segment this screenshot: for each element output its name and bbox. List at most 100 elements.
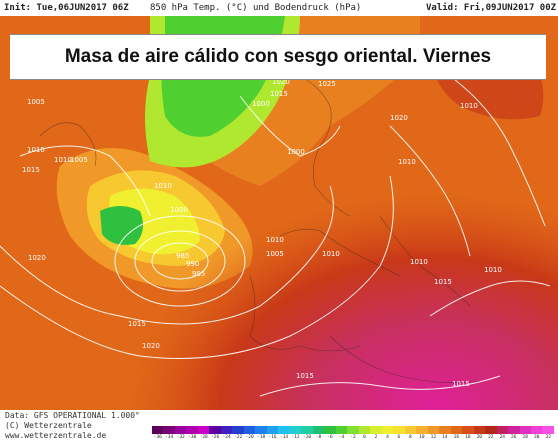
scale-swatch: [174, 426, 187, 434]
coastlines: [39, 75, 481, 383]
scale-label: -8: [315, 435, 322, 440]
scale-swatch: [220, 426, 233, 434]
scale-label: -18: [257, 435, 266, 440]
isobar-label: 1010: [322, 250, 340, 258]
isobar-label: 1010: [154, 182, 172, 190]
scale-label: 10: [419, 435, 425, 440]
scale-label: 20: [476, 435, 483, 440]
isobar-label: 1025: [318, 80, 336, 88]
scale-swatch: [266, 426, 279, 434]
isobar-label: 1010: [27, 146, 45, 154]
scale-swatch: [152, 426, 164, 434]
scale-swatch: [450, 426, 463, 434]
scale-swatch: [519, 426, 531, 434]
isobar-label: 1010: [484, 266, 502, 274]
scale-swatch: [530, 426, 543, 434]
temperature-scale: [152, 426, 554, 434]
scale-label: -36: [153, 435, 162, 440]
scale-label: 26: [511, 435, 517, 440]
scale-swatch: [393, 426, 405, 434]
isobar-label: 1000: [170, 206, 188, 214]
scale-swatch: [232, 426, 244, 434]
scale-label: -10: [302, 435, 312, 440]
scale-label: -2: [350, 435, 356, 440]
isobar-label: 1015: [452, 380, 470, 388]
scale-swatch: [289, 426, 302, 434]
scale-label: 30: [534, 435, 540, 440]
scale-swatch: [473, 426, 486, 434]
scale-label: 32: [545, 435, 551, 440]
scale-label: -26: [211, 435, 220, 440]
scale-swatch: [243, 426, 256, 434]
scale-swatch: [358, 426, 371, 434]
chart-header: Init: Tue,06JUN2017 06Z 850 hPa Temp. (°…: [0, 0, 558, 16]
scale-label: -12: [291, 435, 300, 440]
scale-label: 0: [363, 435, 366, 440]
scale-label: -24: [222, 435, 231, 440]
isobar-label: 1005: [266, 250, 284, 258]
isobar-label: 1010: [460, 102, 478, 110]
isobar-label: 1010: [266, 236, 284, 244]
isobar-label: 1015: [434, 278, 452, 286]
scale-label: -22: [234, 435, 243, 440]
isobar-label: 1010: [410, 258, 428, 266]
scale-label: 8: [409, 435, 412, 440]
isobar-label: 1005: [70, 156, 88, 164]
scale-swatch: [278, 426, 290, 434]
isobar-label: 1020: [272, 78, 290, 86]
scale-label: 4: [386, 435, 389, 440]
scale-swatch: [416, 426, 428, 434]
isobar-label: 985: [176, 252, 189, 260]
scale-swatch: [496, 426, 509, 434]
scale-swatch: [312, 426, 325, 434]
scale-label: 6: [397, 435, 401, 440]
isobars: [0, 75, 551, 397]
isobar-label: 1020: [28, 254, 46, 262]
scale-swatch: [370, 426, 382, 434]
isobar-label: 1015: [270, 90, 288, 98]
scale-label: 16: [453, 435, 460, 440]
isobar-label: 1000: [287, 148, 305, 156]
scale-label: 14: [442, 435, 448, 440]
isobar-label: 1015: [22, 166, 40, 174]
scale-swatch: [508, 426, 520, 434]
temperature-scale-labels: -36-34-32-30-28-26-24-22-20-18-16-14-12-…: [152, 435, 554, 443]
scale-label: -28: [199, 435, 208, 440]
isobar-label: 1020: [390, 114, 408, 122]
copyright: (C) Wetterzentrale: [5, 421, 92, 430]
isobar-label: 1005: [27, 98, 45, 106]
scale-swatch: [335, 426, 348, 434]
headline-banner: Masa de aire cálido con sesgo oriental. …: [10, 34, 546, 80]
scale-label: 18: [465, 435, 471, 440]
isobar-label: 1015: [296, 372, 314, 380]
website: www.wetterzentrale.de: [5, 431, 107, 440]
isobar-label: 995: [192, 270, 205, 278]
isobar-label: 1010: [54, 156, 72, 164]
scale-swatch: [485, 426, 497, 434]
scale-swatch: [255, 426, 267, 434]
isobar-label: 1010: [398, 158, 416, 166]
scale-label: -30: [188, 435, 197, 440]
scale-swatch: [439, 426, 451, 434]
scale-label: -14: [280, 435, 289, 440]
scale-swatch: [163, 426, 175, 434]
scale-swatch: [462, 426, 474, 434]
scale-label: -34: [165, 435, 174, 440]
isobar-label: 1000: [252, 100, 270, 108]
scale-swatch: [347, 426, 359, 434]
scale-label: -16: [268, 435, 277, 440]
scale-swatch: [301, 426, 313, 434]
headline-text: Masa de aire cálido con sesgo oriental. …: [64, 46, 492, 67]
scale-swatch: [381, 426, 394, 434]
isobar-label: 990: [186, 260, 199, 268]
scale-swatch: [404, 426, 417, 434]
scale-label: 2: [374, 435, 378, 440]
chart-title: 850 hPa Temp. (°C) und Bodendruck (hPa): [150, 3, 362, 13]
scale-label: -6: [327, 435, 333, 440]
scale-swatch: [427, 426, 440, 434]
isobar-label: 1020: [142, 342, 160, 350]
scale-swatch: [197, 426, 210, 434]
scale-label: 22: [488, 435, 494, 440]
scale-label: 24: [499, 435, 505, 440]
scale-label: -4: [338, 435, 345, 440]
